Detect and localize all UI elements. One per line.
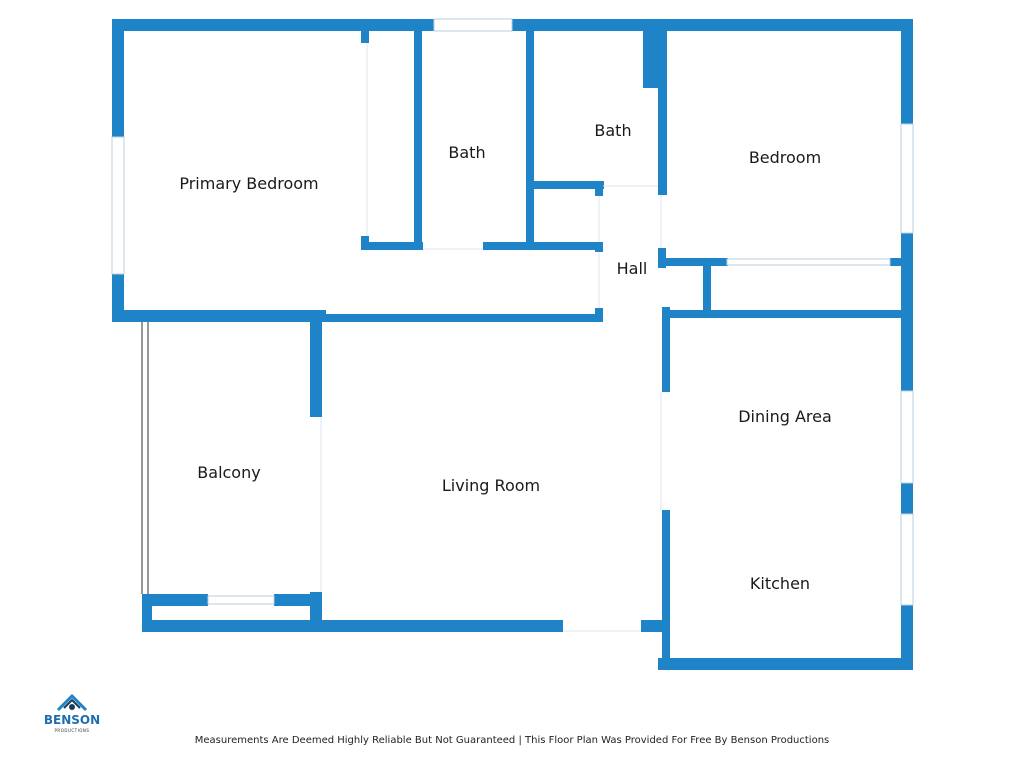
wall — [414, 31, 422, 250]
room-label-primary-bedroom: Primary Bedroom — [179, 174, 318, 193]
wall — [361, 31, 369, 43]
wall — [595, 242, 603, 252]
room-label-kitchen: Kitchen — [750, 574, 810, 593]
logo-name: BENSON — [43, 713, 101, 727]
walls — [112, 19, 913, 670]
footer-disclaimer: Measurements Are Deemed Highly Reliable … — [194, 735, 830, 746]
wall — [483, 242, 602, 250]
window — [207, 595, 275, 605]
window — [900, 513, 914, 606]
window — [111, 136, 125, 275]
room-label-hall: Hall — [617, 259, 648, 278]
window — [900, 123, 914, 234]
house-icon — [56, 693, 88, 712]
wall — [662, 307, 670, 392]
wall — [658, 658, 913, 670]
wall — [662, 510, 670, 670]
balcony-railing — [141, 322, 149, 594]
wall — [274, 594, 322, 606]
wall — [662, 258, 728, 266]
wall — [526, 31, 534, 250]
wall — [142, 620, 563, 632]
wall — [890, 258, 910, 266]
wall — [595, 308, 603, 322]
wall — [310, 318, 322, 417]
wall — [641, 620, 666, 632]
room-label-dining-area: Dining Area — [738, 407, 832, 426]
room-label-bath-2: Bath — [594, 121, 631, 140]
wall — [142, 594, 208, 606]
window — [900, 390, 914, 484]
wall — [703, 258, 711, 318]
logo-sub: PRODUCTIONS — [54, 728, 90, 733]
room-label-bath-1: Bath — [448, 143, 485, 162]
wall — [658, 31, 667, 195]
openings — [320, 43, 662, 632]
room-label-bedroom: Bedroom — [749, 148, 821, 167]
window — [726, 258, 891, 266]
wall — [142, 594, 152, 632]
window — [433, 18, 513, 32]
wall — [595, 181, 603, 196]
room-label-living-room: Living Room — [442, 476, 540, 495]
wall — [326, 314, 602, 322]
benson-logo: BENSON PRODUCTIONS — [40, 692, 104, 734]
wall — [361, 242, 423, 250]
windows — [111, 18, 914, 606]
wall — [534, 181, 604, 189]
room-label-balcony: Balcony — [197, 463, 260, 482]
wall — [662, 310, 910, 318]
wall — [112, 310, 326, 322]
wall — [658, 248, 666, 268]
